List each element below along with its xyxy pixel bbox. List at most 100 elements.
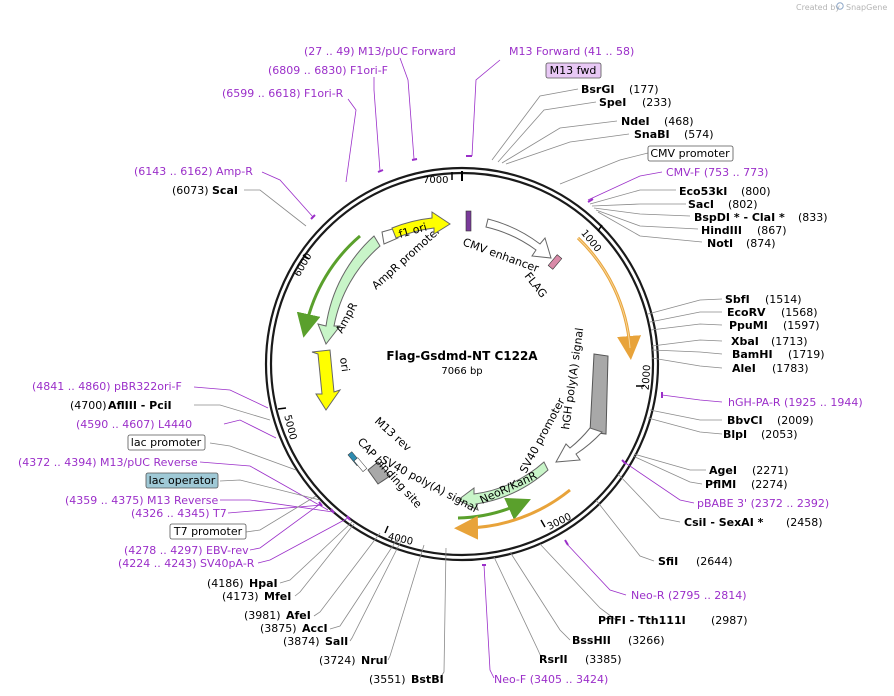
- plasmid-name: Flag-Gsdmd-NT C122A: [386, 349, 538, 363]
- label-pbr322ori-f: (4841 .. 4860) pBR322ori-F: [32, 380, 182, 393]
- label-eco53ki-pos: (800): [741, 185, 771, 198]
- label-ppumi-pos: (1597): [783, 319, 820, 332]
- cmv-promoter-box: [647, 145, 734, 162]
- label-afei-pos: (3981): [244, 609, 281, 622]
- label-hpai-pos: (4186): [207, 577, 244, 590]
- label-pflfi-tth111i-pos: (2987): [711, 614, 748, 627]
- label-ndei-pos: (468): [664, 115, 694, 128]
- label-l4440: (4590 .. 4607) L4440: [76, 418, 192, 431]
- label-lac-operator: lac operator: [149, 474, 216, 487]
- label-saci: SacI: [688, 198, 714, 211]
- gsdmd-orf-arc-highlight: [577, 237, 631, 349]
- label-noti-pos: (874): [746, 237, 776, 250]
- tick-7000: 7000: [423, 175, 448, 186]
- tick-4000-mark: [384, 525, 389, 534]
- label-sbfi-pos: (1514): [765, 293, 802, 306]
- label-pflfi-tth111i: PflFI - Tth111I: [598, 614, 686, 627]
- label-snabi-pos: (574): [684, 128, 714, 141]
- tick-5000-mark: [277, 407, 287, 410]
- label-csii-sexai-pos: (2458): [786, 516, 823, 529]
- label-sfii-pos: (2644): [696, 555, 733, 568]
- label-afliii-pos: (4700): [70, 399, 107, 412]
- label-m13-puc-reverse: (4372 .. 4394) M13/pUC Reverse: [18, 456, 198, 469]
- label-scai-pos: (6073): [172, 184, 209, 197]
- label-cmv-promoter: CMV promoter: [650, 147, 730, 160]
- left-label-group: (27 .. 49) M13/pUC Forward (6809 .. 6830…: [18, 45, 456, 686]
- label-nrui-pos: (3724): [319, 654, 356, 667]
- tick-6000: 6000: [292, 251, 314, 279]
- feature-hgh-polya: hGH poly(A) signal: [559, 327, 586, 430]
- feature-neor-kanr: NeoR/KanR: [478, 469, 540, 507]
- ampr-orf-arc: [296, 234, 361, 338]
- label-hpai: HpaI: [249, 577, 278, 590]
- feature-m13-rev: M13 rev: [372, 415, 414, 455]
- m13-fwd-box: [545, 62, 602, 79]
- label-acci-pos: (3875): [260, 622, 297, 635]
- label-blpi-pos: (2053): [761, 428, 798, 441]
- label-bamhi: BamHI: [732, 348, 773, 361]
- label-hindiii: HindIII: [701, 224, 742, 237]
- label-bstbi: BstBI: [411, 673, 444, 686]
- label-scai: ScaI: [212, 184, 238, 197]
- label-m13-fwd: M13 fwd: [550, 64, 597, 77]
- label-lac-promoter: lac promoter: [131, 436, 202, 449]
- tick-2000: 2000: [641, 364, 654, 390]
- label-rsrii: RsrII: [539, 653, 568, 666]
- tick-1000-mark: [597, 224, 603, 232]
- label-bsshii: BssHII: [572, 634, 611, 647]
- boxed-labels: M13 fwd CMV promoter lac promoter lac op…: [127, 62, 734, 540]
- right-label-group: M13 Forward (41 .. 58) BsrGI (177) SpeI …: [494, 45, 863, 686]
- label-bsrgi-pos: (177): [629, 83, 659, 96]
- cmv-enhancer-arrow: [485, 218, 552, 259]
- label-m13-reverse: (4359 .. 4375) M13 Reverse: [65, 494, 218, 507]
- label-bsshii-pos: (3266): [628, 634, 665, 647]
- label-bspdi-clai: BspDI * - ClaI *: [694, 211, 785, 224]
- lac-promoter-box: [127, 434, 206, 451]
- label-pbabe-3: pBABE 3' (2372 .. 2392): [697, 497, 829, 510]
- label-nrui: NruI: [361, 654, 388, 667]
- neo-orf-orange-arc: [454, 488, 571, 540]
- label-afei: AfeI: [286, 609, 311, 622]
- label-sv40pa-r: (4224 .. 4243) SV40pA-R: [118, 557, 255, 570]
- label-sbfi: SbfI: [725, 293, 750, 306]
- label-spei: SpeI: [599, 96, 626, 109]
- label-rsrii-pos: (3385): [585, 653, 622, 666]
- label-acci: AccI: [302, 622, 328, 635]
- label-bstbi-pos: (3551): [369, 673, 406, 686]
- label-csii-sexai: CsiI - SexAI *: [684, 516, 764, 529]
- feature-ori: ori: [337, 357, 352, 373]
- neor-kanr-arrow: [457, 461, 549, 511]
- label-bamhi-pos: (1719): [788, 348, 825, 361]
- label-blpi: BlpI: [723, 428, 747, 441]
- label-neo-r: Neo-R (2795 .. 2814): [631, 589, 747, 602]
- f1-ori-arrow: [391, 211, 451, 239]
- label-hgh-pa-r: hGH-PA-R (1925 .. 1944): [728, 396, 863, 409]
- label-sali-pos: (3874): [283, 635, 320, 648]
- label-t7-promoter: T7 promoter: [173, 525, 243, 538]
- label-f1ori-f: (6809 .. 6830) F1ori-F: [268, 64, 388, 77]
- label-xbai-pos: (1713): [771, 335, 808, 348]
- label-ecorv-pos: (1568): [781, 306, 818, 319]
- label-mfei: MfeI: [264, 590, 291, 603]
- tick-3000: 3000: [546, 511, 574, 532]
- t7-promoter-box: [169, 523, 247, 540]
- lac-promoter-block: [353, 457, 368, 473]
- sv40-polya-block: [367, 461, 391, 485]
- ampr-arrow: [317, 235, 381, 345]
- tick-5000: 5000: [281, 414, 298, 441]
- label-saci-pos: (802): [728, 198, 758, 211]
- tick-3000-mark: [540, 519, 546, 528]
- label-afliii-pcii: AflIII - PciI: [108, 399, 172, 412]
- plasmid-length: 7066 bp: [441, 366, 482, 377]
- label-ebv-rev: (4278 .. 4297) EBV-rev: [124, 544, 249, 557]
- sv40-promoter-arrow: [555, 427, 603, 463]
- label-sali: SalI: [325, 635, 348, 648]
- backbone-outer: [264, 166, 660, 562]
- label-bbvci: BbvCI: [727, 414, 763, 427]
- leader-lines: [193, 57, 723, 679]
- label-alei-pos: (1783): [772, 362, 809, 375]
- label-ecorv: EcoRV: [727, 306, 766, 319]
- feature-flag: FLAG: [522, 270, 550, 301]
- label-cmv-f: CMV-F (753 .. 773): [666, 166, 768, 179]
- hgh-polya-block: [589, 353, 609, 435]
